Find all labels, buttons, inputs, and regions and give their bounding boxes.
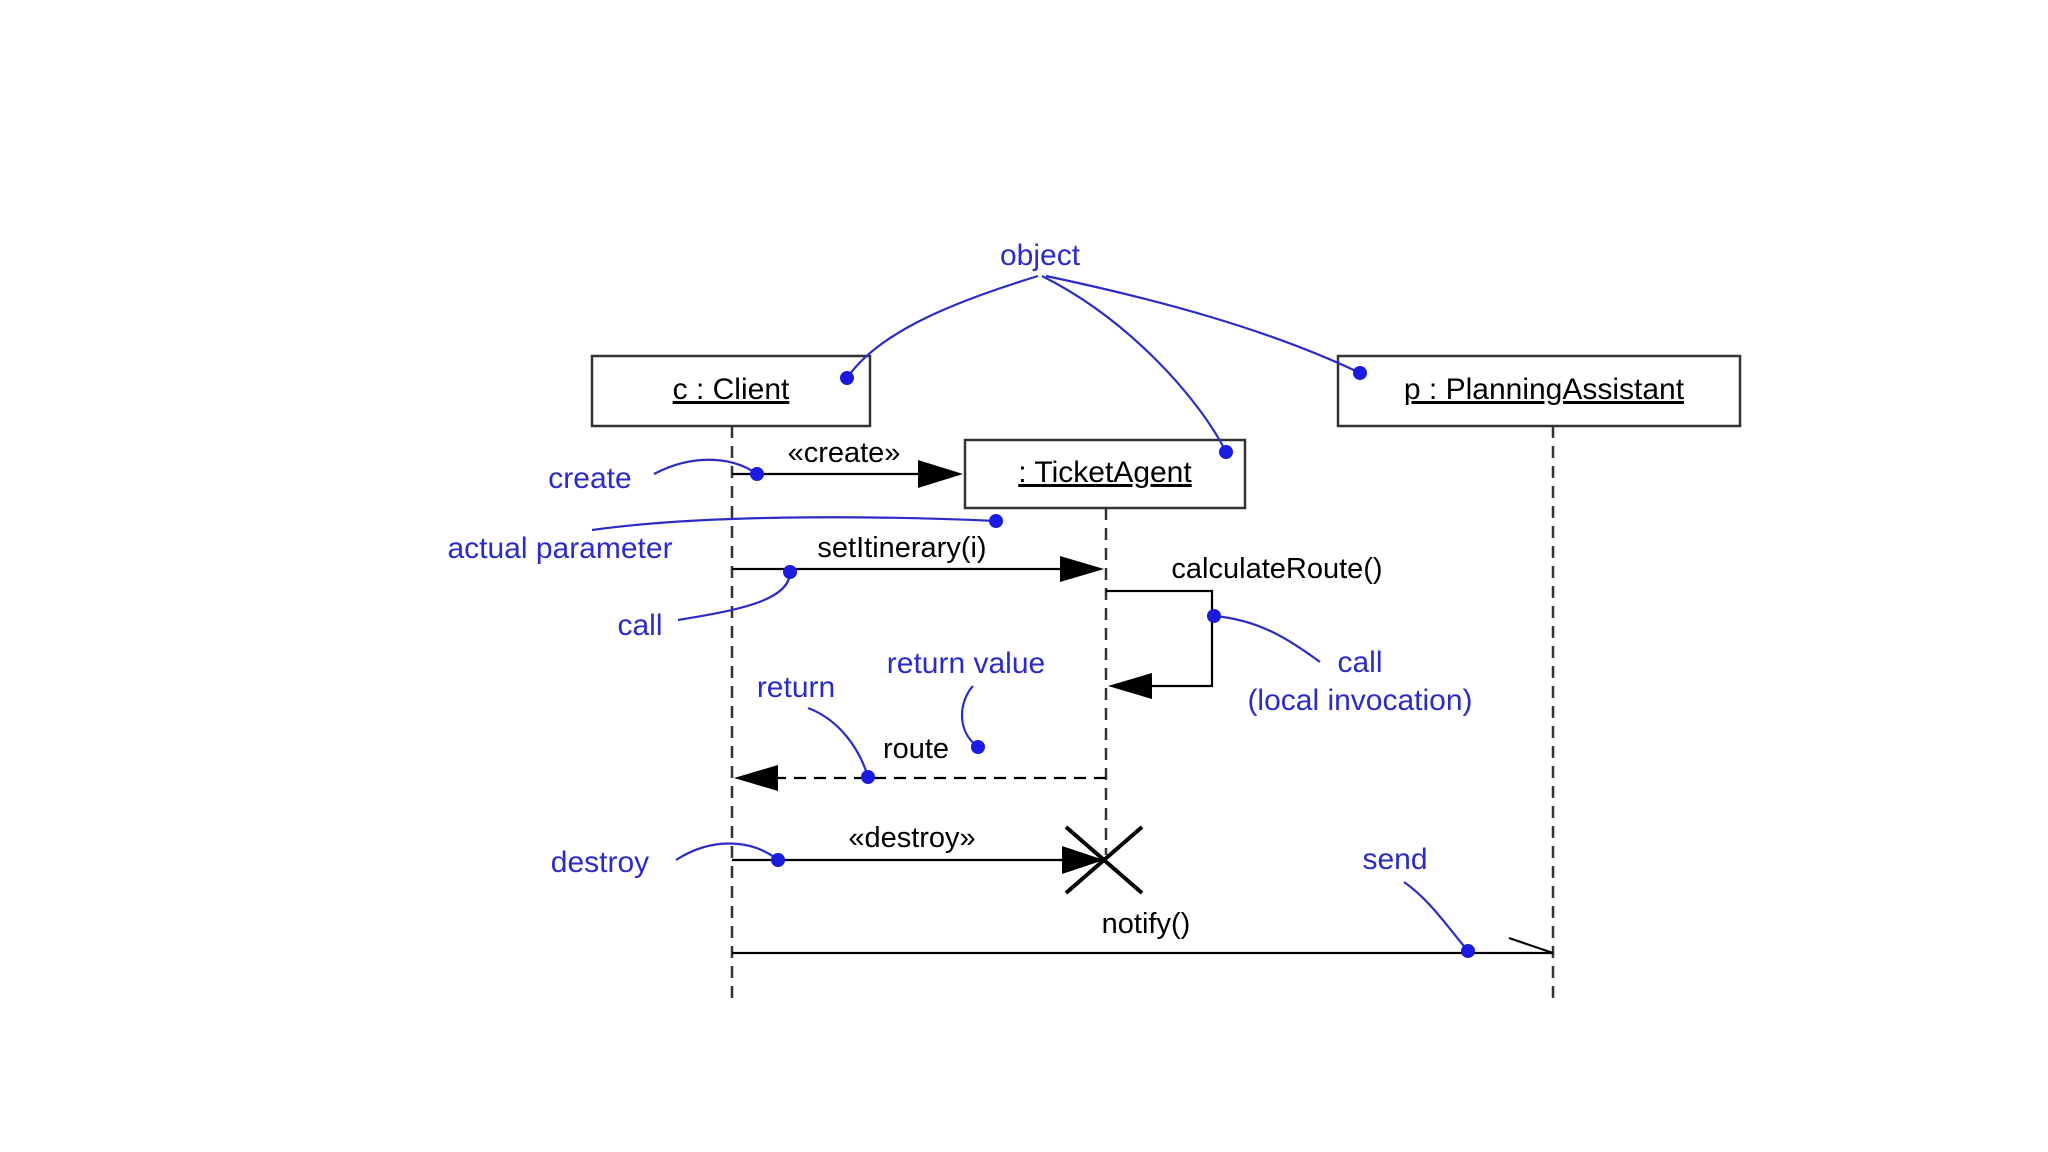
create-message: «create» bbox=[732, 437, 963, 488]
client-object: c : Client bbox=[590, 354, 872, 428]
client-object-label: c : Client bbox=[673, 373, 790, 406]
local-call-annotation-label-2: (local invocation) bbox=[1247, 684, 1472, 717]
actual-parameter-annotation: actual parameter bbox=[447, 514, 1003, 565]
destroy-annotation: destroy bbox=[551, 842, 785, 879]
destruction-marker bbox=[1064, 825, 1144, 895]
destroy-message: «destroy» bbox=[732, 822, 1104, 874]
return-annotation: return bbox=[757, 671, 875, 784]
local-call-annotation: call (local invocation) bbox=[1207, 609, 1473, 717]
call-annotation: call bbox=[617, 565, 797, 642]
notify-message-label: notify() bbox=[1102, 908, 1191, 940]
ticketagent-object: : TicketAgent bbox=[963, 438, 1247, 510]
planningassistant-object: p : PlanningAssistant bbox=[1336, 354, 1742, 428]
send-annotation: send bbox=[1362, 843, 1475, 958]
call-annotation-label: call bbox=[617, 609, 662, 642]
destroy-message-label: «destroy» bbox=[848, 822, 975, 854]
actual-parameter-annotation-label: actual parameter bbox=[447, 532, 672, 565]
object-annotation-label: object bbox=[1000, 239, 1081, 272]
create-annotation-label: create bbox=[548, 462, 631, 495]
local-call-annotation-label-1: call bbox=[1337, 646, 1382, 679]
send-annotation-label: send bbox=[1362, 843, 1427, 876]
return-value-annotation: return value bbox=[887, 647, 1045, 754]
route-return-label: route bbox=[883, 733, 949, 765]
create-message-label: «create» bbox=[788, 437, 901, 469]
object-annotation: object bbox=[840, 239, 1367, 459]
ticketagent-object-label: : TicketAgent bbox=[1018, 456, 1192, 489]
return-annotation-label: return bbox=[757, 671, 835, 704]
return-value-annotation-label: return value bbox=[887, 647, 1045, 680]
calculateroute-message: calculateRoute() bbox=[1106, 553, 1383, 699]
planningassistant-object-label: p : PlanningAssistant bbox=[1404, 373, 1685, 406]
route-return-message: route bbox=[734, 733, 1106, 791]
calculateroute-message-label: calculateRoute() bbox=[1171, 553, 1382, 585]
setitinerary-message-label: setItinerary(i) bbox=[817, 532, 986, 564]
create-annotation: create bbox=[548, 458, 764, 495]
destroy-annotation-label: destroy bbox=[551, 846, 649, 879]
notify-message: notify() bbox=[732, 908, 1554, 955]
